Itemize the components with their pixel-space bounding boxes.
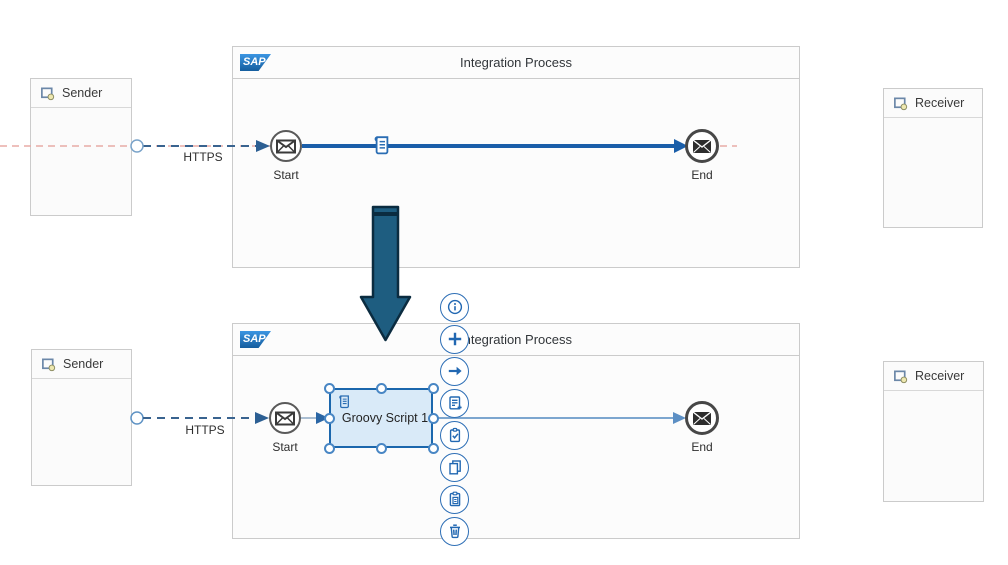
process-header-top: SAP Integration Process: [233, 47, 799, 79]
message-envelope-icon: [692, 138, 712, 153]
context-menu-copy-button[interactable]: [440, 452, 469, 482]
adapter-label-bottom: HTTPS: [185, 423, 225, 437]
start-event-top[interactable]: [270, 130, 302, 162]
sender-header-top: Sender: [31, 79, 131, 108]
sender-channel-arrowhead-top: [256, 140, 270, 152]
trash-icon: [449, 524, 460, 539]
resize-handle-se[interactable]: [427, 442, 439, 454]
receiver-header-bottom: Receiver: [884, 362, 983, 391]
copy-icon: [448, 460, 461, 475]
arrow-right-icon: [448, 366, 462, 376]
process-title-bottom: Integration Process: [459, 332, 572, 347]
message-envelope-icon: [275, 411, 295, 425]
plus-icon: [448, 332, 461, 346]
sender-participant-top[interactable]: Sender: [30, 78, 132, 216]
end-label-top: End: [691, 168, 713, 182]
end-event-bottom[interactable]: [685, 401, 719, 435]
end-event-top[interactable]: [685, 129, 719, 163]
resize-handle-sw[interactable]: [323, 442, 335, 454]
flow-script-to-end-arrowhead: [673, 412, 686, 424]
sequence-flow-arrowhead-top: [674, 139, 688, 153]
receiver-label: Receiver: [915, 369, 965, 383]
script-icon: [370, 133, 394, 162]
sender-label: Sender: [62, 86, 103, 100]
context-menu-checklist-button[interactable]: [440, 420, 469, 450]
receiver-header-top: Receiver: [884, 89, 982, 118]
resize-handle-nw[interactable]: [323, 382, 335, 394]
context-menu-add-script-button[interactable]: [440, 388, 469, 418]
resize-handle-s[interactable]: [375, 442, 387, 454]
context-menu-connect-button[interactable]: [440, 356, 469, 386]
script-icon: [336, 393, 353, 415]
process-header-bottom: SAP Integration Process: [233, 324, 799, 356]
adapter-label-top: HTTPS: [183, 150, 223, 164]
connection-port-top[interactable]: [130, 139, 144, 153]
sender-header-bottom: Sender: [32, 350, 131, 379]
transform-down-arrow: [359, 205, 412, 342]
process-title-top: Integration Process: [459, 55, 572, 70]
receiver-participant-top[interactable]: Receiver: [883, 88, 983, 228]
start-label-top: Start: [273, 168, 299, 182]
participant-icon: [894, 97, 908, 110]
context-menu-paste-button[interactable]: [440, 484, 469, 514]
end-label-bottom: End: [691, 440, 713, 454]
resize-handle-n[interactable]: [375, 382, 387, 394]
paste-icon: [449, 491, 460, 507]
participant-icon: [42, 358, 56, 371]
context-menu-add-button[interactable]: [440, 324, 469, 354]
sender-participant-bottom[interactable]: Sender: [31, 349, 132, 486]
clipboard-check-icon: [449, 427, 460, 443]
context-menu-info-button[interactable]: [440, 292, 469, 322]
flow-start-to-script-arrowhead: [316, 412, 329, 424]
connection-port-bottom[interactable]: [130, 411, 144, 425]
sender-channel-arrowhead-bottom: [255, 412, 269, 424]
message-envelope-icon: [692, 410, 712, 425]
resize-handle-ne[interactable]: [427, 382, 439, 394]
message-envelope-icon: [276, 139, 296, 153]
script-plus-icon: [448, 396, 462, 410]
info-icon: [447, 299, 462, 315]
participant-icon: [41, 87, 55, 100]
resize-handle-e[interactable]: [427, 412, 439, 424]
participant-icon: [894, 370, 908, 383]
receiver-label: Receiver: [915, 96, 965, 110]
groovy-script-step[interactable]: Groovy Script 1: [329, 388, 433, 448]
groovy-script-label: Groovy Script 1: [341, 411, 429, 425]
resize-handle-w[interactable]: [323, 412, 335, 424]
sender-label: Sender: [63, 357, 104, 371]
start-label-bottom: Start: [272, 440, 298, 454]
receiver-participant-bottom[interactable]: Receiver: [883, 361, 984, 502]
start-event-bottom[interactable]: [269, 402, 301, 434]
context-menu-delete-button[interactable]: [440, 516, 469, 546]
